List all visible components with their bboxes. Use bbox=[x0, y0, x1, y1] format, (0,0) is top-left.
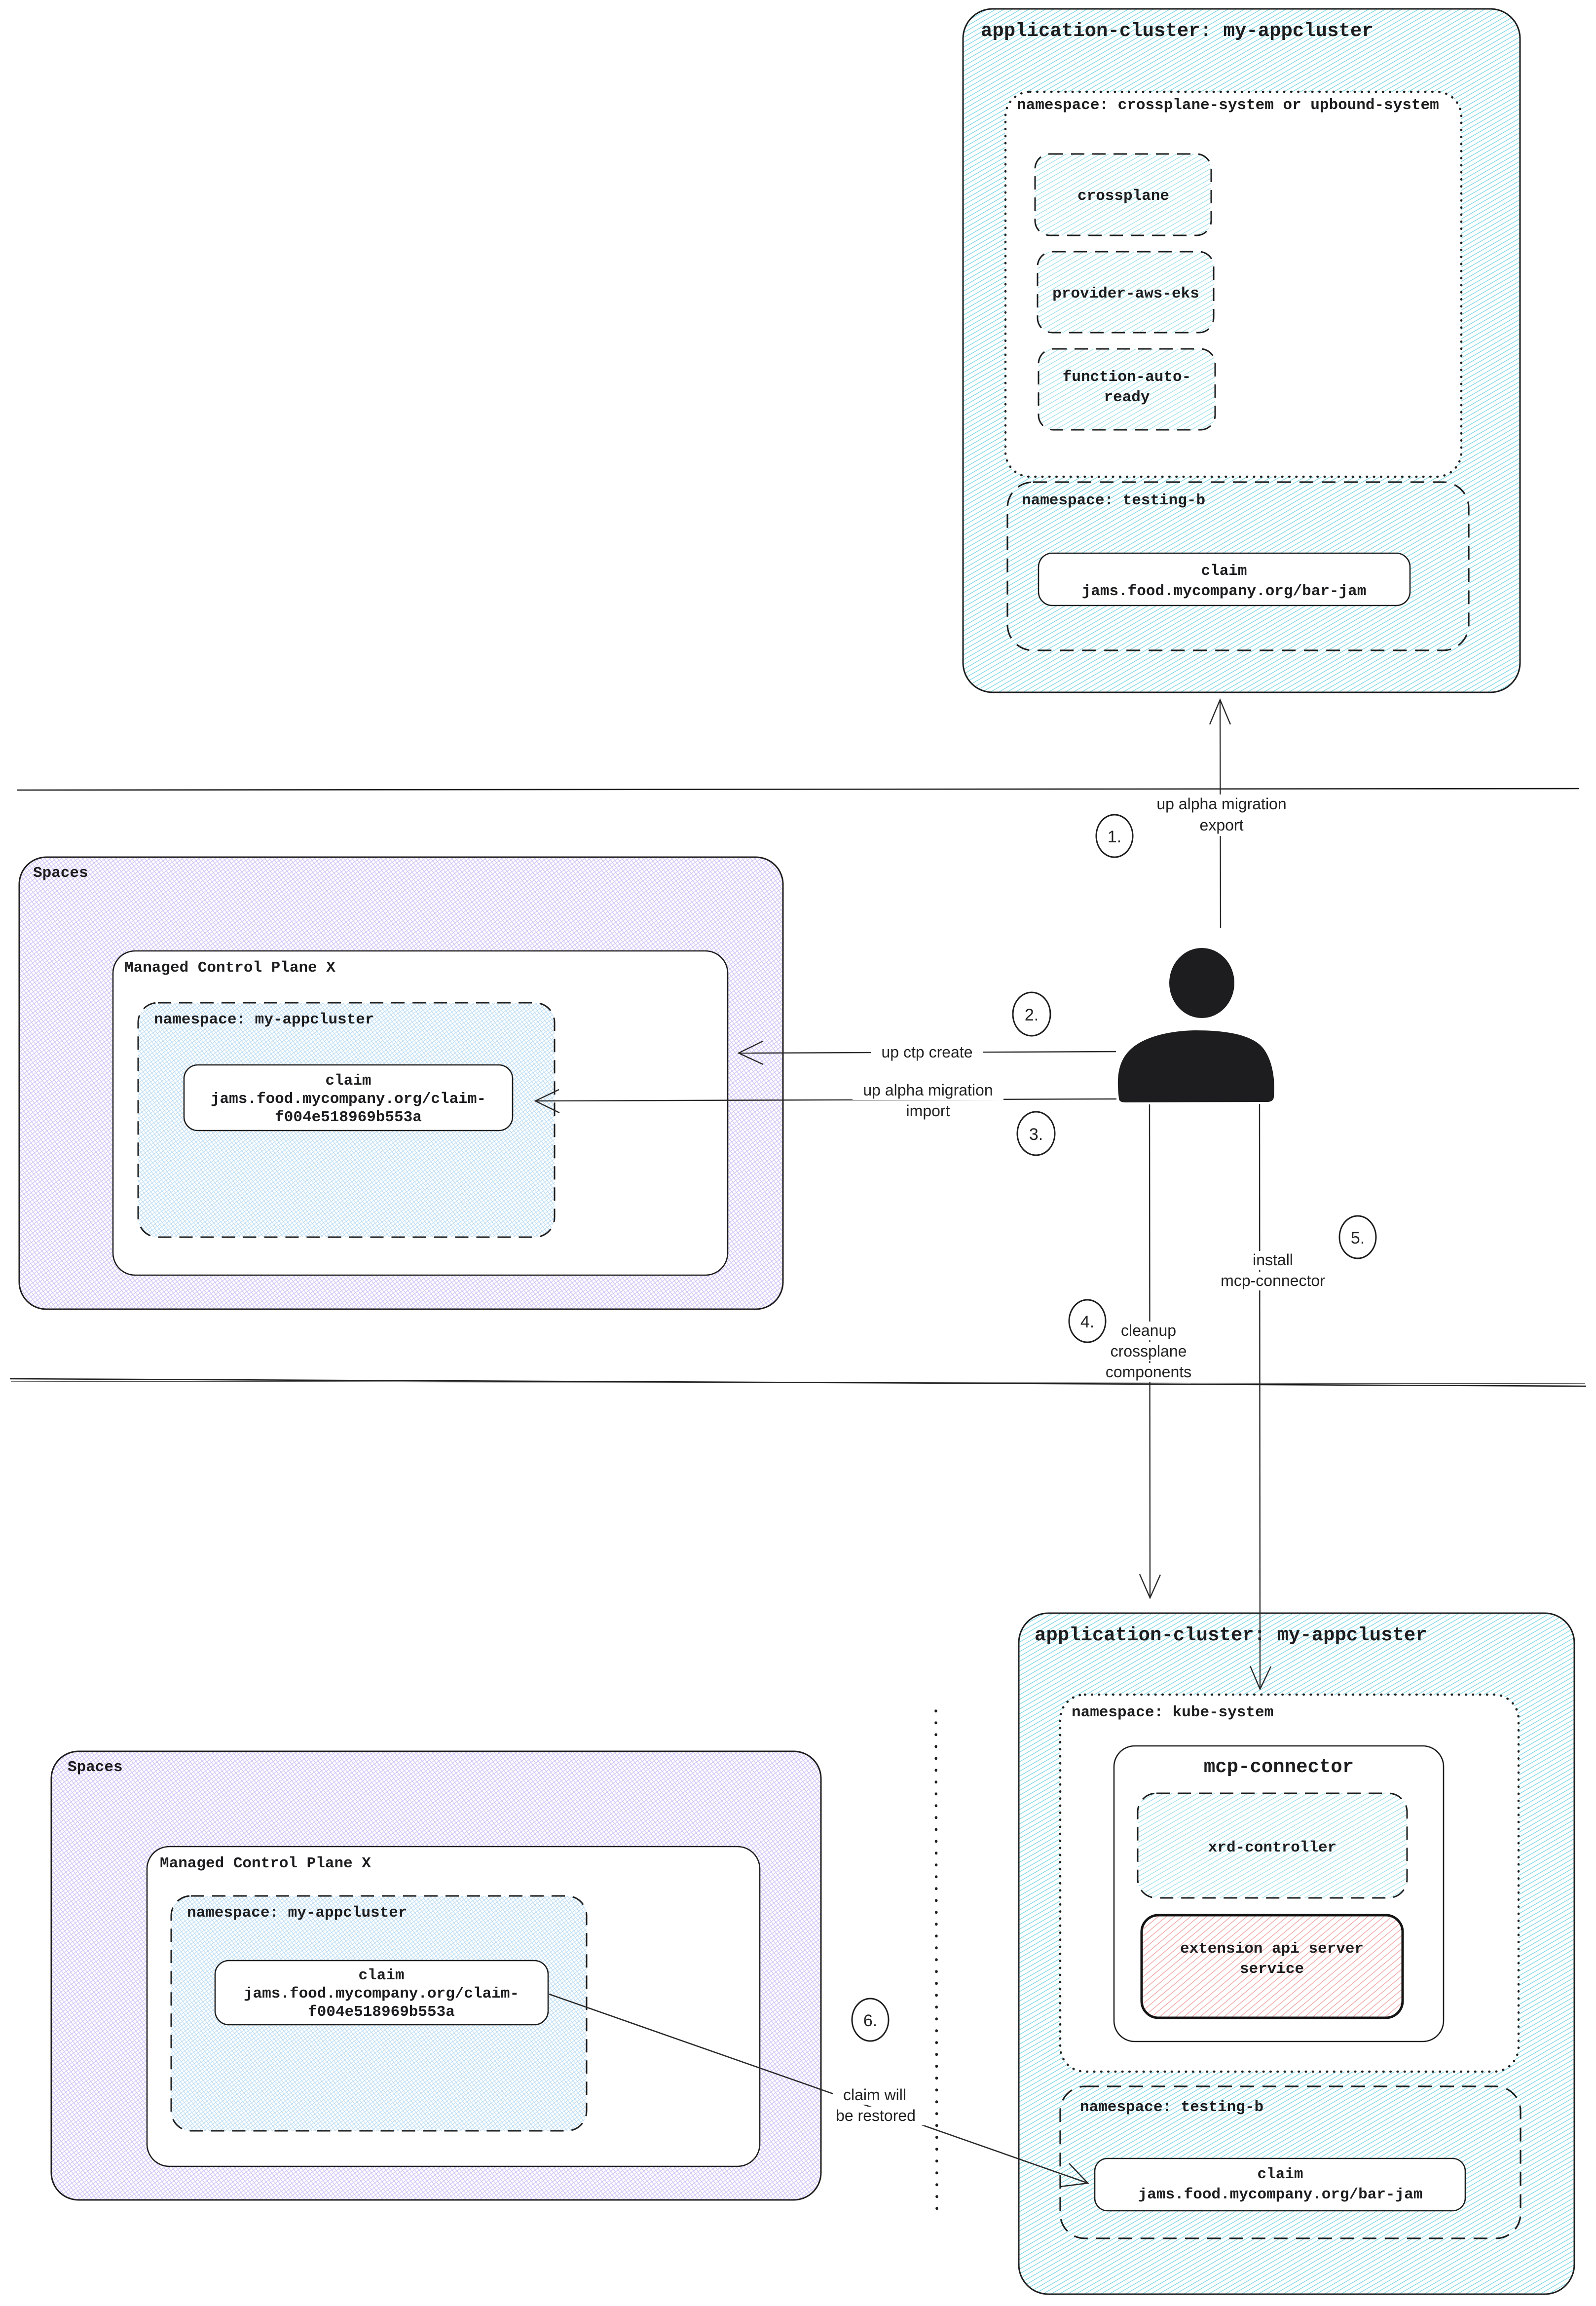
svg-text:mcp-connector: mcp-connector bbox=[1204, 1756, 1354, 1778]
svg-text:1.: 1. bbox=[1108, 828, 1121, 846]
svg-text:crossplane: crossplane bbox=[1111, 1342, 1187, 1360]
svg-text:namespace: my-appcluster: namespace: my-appcluster bbox=[187, 1904, 407, 1922]
svg-text:claim: claim bbox=[1257, 2166, 1303, 2183]
svg-text:ready: ready bbox=[1104, 389, 1150, 406]
svg-text:up ctp create: up ctp create bbox=[882, 1043, 973, 1061]
svg-text:f004e518969b553a: f004e518969b553a bbox=[275, 1109, 422, 1126]
svg-text:be restored: be restored bbox=[836, 2107, 916, 2124]
svg-text:Spaces: Spaces bbox=[68, 1759, 123, 1776]
svg-text:namespace: crossplane-system o: namespace: crossplane-system or upbound-… bbox=[1017, 97, 1439, 114]
svg-text:Managed Control Plane X: Managed Control Plane X bbox=[160, 1855, 371, 1872]
svg-text:xrd-controller: xrd-controller bbox=[1208, 1839, 1336, 1856]
svg-text:jams.food.mycompany.org/claim-: jams.food.mycompany.org/claim- bbox=[244, 1985, 519, 2003]
svg-text:up alpha migration: up alpha migration bbox=[863, 1081, 993, 1099]
svg-text:function-auto-: function-auto- bbox=[1063, 369, 1191, 386]
svg-text:Spaces: Spaces bbox=[33, 865, 88, 882]
svg-text:Managed Control Plane X: Managed Control Plane X bbox=[124, 959, 335, 977]
svg-text:namespace: kube-system: namespace: kube-system bbox=[1072, 1704, 1273, 1721]
svg-text:export: export bbox=[1200, 816, 1244, 834]
svg-text:jams.food.mycompany.org/bar-ja: jams.food.mycompany.org/bar-jam bbox=[1082, 583, 1367, 600]
svg-text:crossplane: crossplane bbox=[1077, 188, 1169, 205]
svg-text:2.: 2. bbox=[1025, 1006, 1039, 1024]
svg-text:namespace: my-appcluster: namespace: my-appcluster bbox=[154, 1011, 374, 1028]
svg-text:jams.food.mycompany.org/claim-: jams.food.mycompany.org/claim- bbox=[211, 1091, 486, 1108]
svg-text:4.: 4. bbox=[1080, 1313, 1094, 1331]
svg-text:6.: 6. bbox=[863, 2011, 877, 2030]
svg-text:extension api server: extension api server bbox=[1180, 1940, 1364, 1958]
svg-text:cleanup: cleanup bbox=[1121, 1322, 1176, 1339]
svg-text:claim: claim bbox=[358, 1967, 404, 1984]
svg-text:application-cluster: my-appclu: application-cluster: my-appcluster bbox=[981, 20, 1373, 42]
svg-text:namespace: testing-b: namespace: testing-b bbox=[1080, 2099, 1263, 2116]
svg-text:claim: claim bbox=[325, 1072, 371, 1090]
svg-text:provider-aws-eks: provider-aws-eks bbox=[1052, 285, 1199, 302]
svg-text:import: import bbox=[906, 1102, 950, 1120]
svg-text:5.: 5. bbox=[1351, 1229, 1365, 1248]
svg-text:3.: 3. bbox=[1029, 1125, 1043, 1144]
svg-text:jams.food.mycompany.org/bar-ja: jams.food.mycompany.org/bar-jam bbox=[1138, 2186, 1423, 2203]
svg-text:f004e518969b553a: f004e518969b553a bbox=[308, 2004, 455, 2021]
svg-text:claim will: claim will bbox=[843, 2086, 906, 2104]
svg-text:components: components bbox=[1106, 1363, 1191, 1381]
svg-text:service: service bbox=[1240, 1961, 1304, 1978]
svg-text:up alpha migration: up alpha migration bbox=[1156, 795, 1286, 813]
svg-text:install: install bbox=[1253, 1251, 1293, 1269]
svg-text:mcp-connector: mcp-connector bbox=[1221, 1272, 1325, 1289]
svg-text:claim: claim bbox=[1201, 563, 1247, 580]
svg-text:application-cluster: my-appclu: application-cluster: my-appcluster bbox=[1035, 1625, 1427, 1646]
svg-text:namespace: testing-b: namespace: testing-b bbox=[1022, 492, 1205, 509]
